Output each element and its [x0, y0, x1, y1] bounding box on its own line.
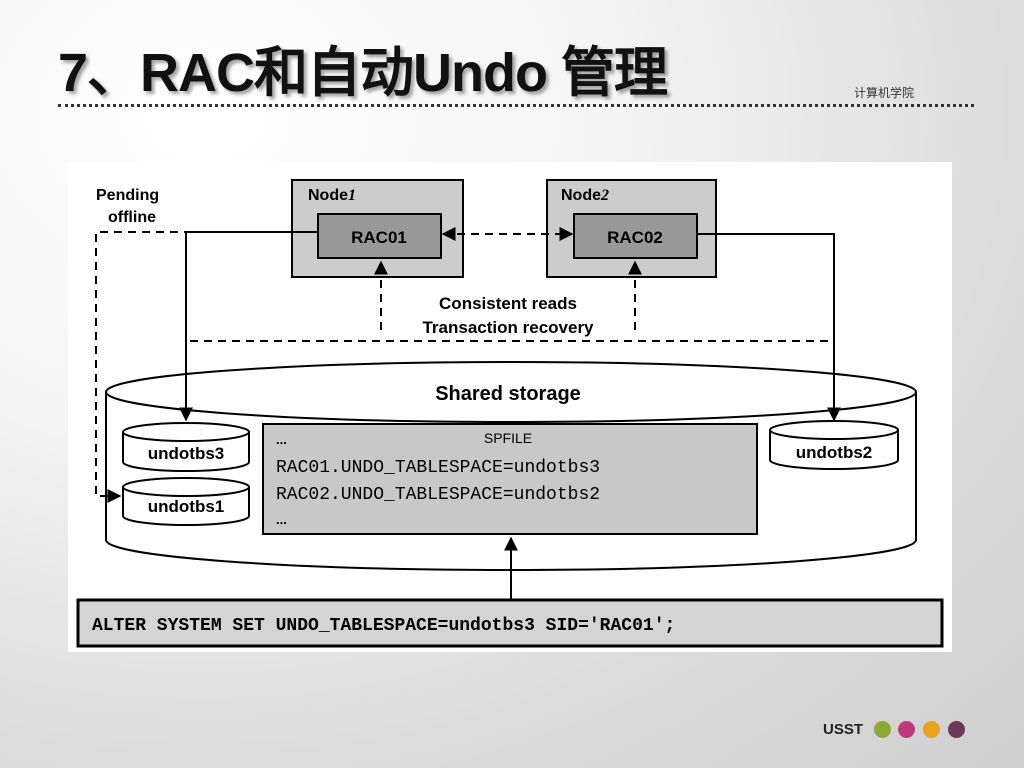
transaction-recovery-label: Transaction recovery	[422, 318, 594, 337]
usst-brand: USST	[823, 721, 864, 738]
footer-dot-purple	[948, 721, 965, 738]
offline-label: offline	[108, 209, 156, 226]
node1-label: Node1	[308, 187, 356, 204]
rac02-to-undotbs2	[697, 233, 841, 422]
spfile-line1: RAC01.UNDO_TABLESPACE=undotbs3	[276, 458, 600, 478]
consistent-reads-label: Consistent reads	[439, 294, 577, 313]
rac02-box	[573, 213, 698, 259]
footer-dot-magenta	[898, 721, 915, 738]
footer-dot-orange	[923, 721, 940, 738]
title-divider	[58, 104, 974, 107]
spfile-title: SPFILE	[484, 430, 532, 446]
rac01-label: RAC01	[351, 228, 407, 247]
command-text: ALTER SYSTEM SET UNDO_TABLESPACE=undotbs…	[92, 616, 675, 636]
school-label: 计算机学院	[854, 86, 915, 100]
undotbs1-label: undotbs1	[148, 497, 225, 516]
rac02-label: RAC02	[607, 228, 663, 247]
slide-title: 7、RAC和自动Undo 管理	[58, 43, 668, 103]
node2-label: Node2	[561, 187, 609, 204]
undotbs1-cylinder	[122, 477, 250, 526]
pending-offline-path	[95, 231, 318, 503]
undotbs2-label: undotbs2	[796, 443, 873, 462]
shared-storage-label: Shared storage	[435, 383, 581, 405]
undotbs2-cylinder	[769, 420, 899, 470]
rac01-to-undotbs3	[179, 231, 318, 422]
undotbs3-cylinder	[122, 422, 250, 472]
command-box	[76, 598, 944, 648]
spfile-box	[262, 423, 758, 535]
spfile-line2: RAC02.UNDO_TABLESPACE=undotbs2	[276, 485, 600, 505]
spfile-ellipsis-top: ...	[276, 432, 287, 447]
rac-undo-diagram: Shared storage Node1 RAC01 Node2 RAC02 P…	[68, 162, 952, 652]
footer-dot-green	[874, 721, 891, 738]
undotbs3-label: undotbs3	[148, 444, 225, 463]
pending-label: Pending	[96, 187, 159, 204]
rac01-box	[317, 213, 442, 259]
spfile-ellipsis-bottom: ...	[276, 512, 287, 527]
